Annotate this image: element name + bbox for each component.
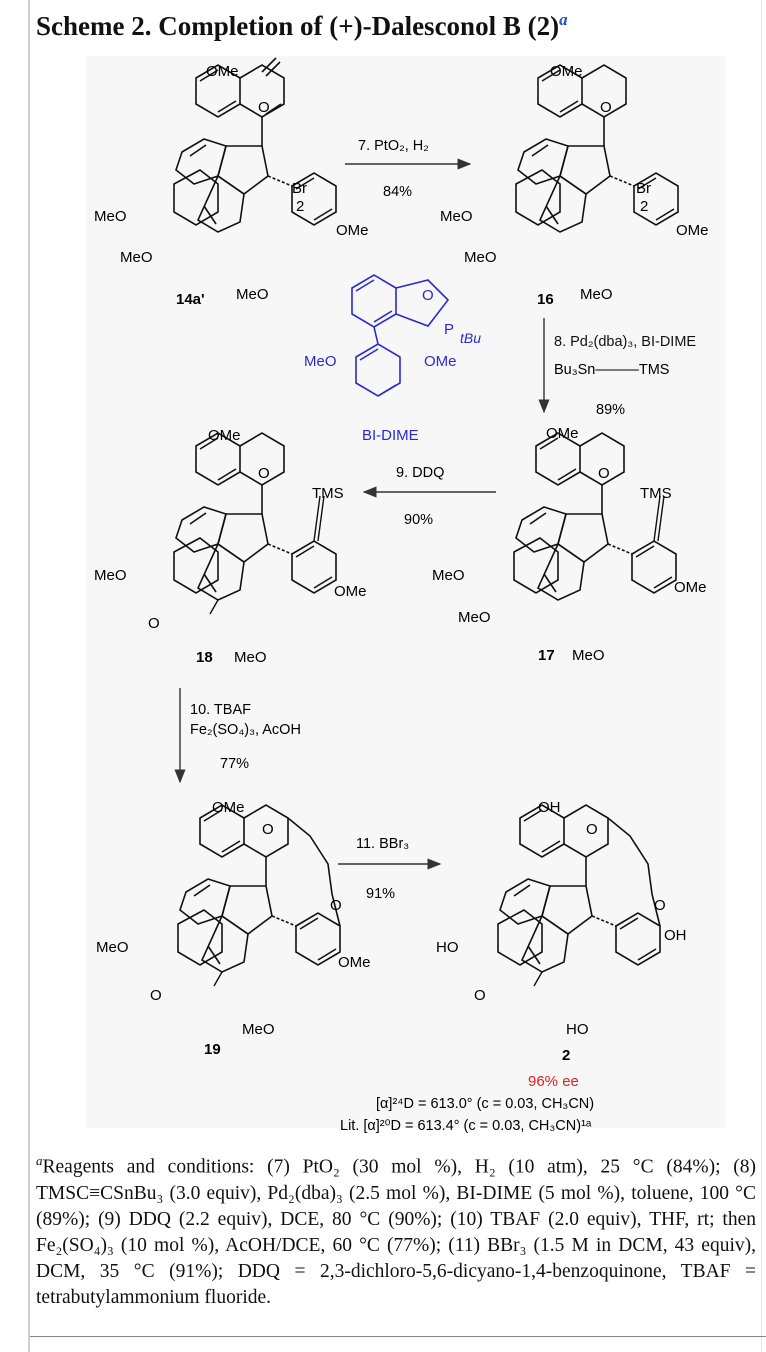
meo-label: MeO <box>236 286 269 303</box>
meo-label: MeO <box>440 208 473 225</box>
oh-label: OH <box>538 799 561 816</box>
oh-label: OH <box>664 927 687 944</box>
footnote-marker: a <box>559 10 568 29</box>
compound-17-structure <box>513 432 677 601</box>
bidime-o-label: O <box>422 287 434 304</box>
scheme-title: Scheme 2. Completion of (+)-Dalesconol B… <box>36 10 756 42</box>
ome-label: OMe <box>550 63 583 80</box>
ome-label: OMe <box>674 579 707 596</box>
meo-label: MeO <box>572 647 605 664</box>
ketone-o-label: O <box>330 897 342 914</box>
position-2-label: 2 <box>296 198 304 215</box>
step11-reagent: 11. BBr₃ <box>356 836 409 852</box>
reaction-scheme: OMe O Br 2 MeO OMe MeO MeO 14a' 7. PtO₂,… <box>94 57 709 1134</box>
bidime-meo-label: MeO <box>304 353 337 370</box>
scheme-title-text: Scheme 2. Completion of (+)-Dalesconol B… <box>36 11 560 41</box>
page-edge-line <box>761 0 762 1352</box>
bottom-rule <box>30 1336 766 1337</box>
scheme-footnote: aReagents and conditions: (7) PtO₂ (30 m… <box>36 1148 756 1311</box>
br-label: Br <box>292 180 307 197</box>
ketone-o-label: O <box>258 465 270 482</box>
bidime-p-label: P <box>444 321 454 338</box>
ho-label: HO <box>566 1021 589 1038</box>
meo-label: MeO <box>234 649 267 666</box>
ketone-o-label: O <box>258 99 270 116</box>
compound-19-label: 19 <box>204 1041 221 1058</box>
optical-rotation: [α]²⁴D = 613.0° (c = 0.03, CH₃CN) <box>376 1096 594 1112</box>
scheme-background <box>86 56 726 1128</box>
ome-label: OMe <box>208 427 241 444</box>
quinone-o-label: O <box>474 987 486 1004</box>
ome-label: OMe <box>676 222 709 239</box>
compound-19-structure <box>177 804 341 987</box>
step9-reagent: 9. DDQ <box>396 465 444 481</box>
compound-18-structure <box>173 432 337 615</box>
compound-2-label: 2 <box>562 1047 570 1064</box>
ome-label: OMe <box>206 63 239 80</box>
ome-label: OMe <box>334 583 367 600</box>
ome-label: OMe <box>338 954 371 971</box>
ome-label: OMe <box>546 425 579 442</box>
position-2-label: 2 <box>640 198 648 215</box>
meo-label: MeO <box>464 249 497 266</box>
ketone-o-label: O <box>262 821 274 838</box>
ketone-o-label: O <box>586 821 598 838</box>
compound-14a-label: 14a' <box>176 291 205 308</box>
footnote-marker: a <box>36 1153 43 1168</box>
tms-label: TMS <box>312 485 344 502</box>
ketone-o-label: O <box>654 897 666 914</box>
step7-yield: 84% <box>383 184 412 200</box>
quinone-o-label: O <box>150 987 162 1004</box>
meo-label: MeO <box>432 567 465 584</box>
bidime-tbu-label: tBu <box>460 330 481 346</box>
tms-label: TMS <box>640 485 672 502</box>
meo-label: MeO <box>120 249 153 266</box>
step10-reagent-fe: Fe₂(SO₄)₃, AcOH <box>190 722 301 738</box>
ketone-o-label: O <box>600 99 612 116</box>
step8-reagent: 8. Pd₂(dba)₃, BI-DIME <box>554 334 696 350</box>
step10-reagent: 10. TBAF <box>190 702 251 718</box>
meo-label: MeO <box>94 208 127 225</box>
step7-reagent: 7. PtO₂, H₂ <box>358 138 429 154</box>
step10-yield: 77% <box>220 756 249 772</box>
compound-14a-structure <box>173 57 337 233</box>
meo-label: MeO <box>580 286 613 303</box>
compound-2-structure <box>497 804 661 987</box>
step8-reagent-stannane: Bu₃Sn———TMS <box>554 362 669 378</box>
bidime-ome-label: OMe <box>424 353 457 370</box>
enantiomeric-excess: 96% ee <box>528 1073 579 1090</box>
page-margin-line <box>28 0 30 1352</box>
compound-17-label: 17 <box>538 647 555 664</box>
meo-label: MeO <box>94 567 127 584</box>
compound-16-label: 16 <box>537 291 554 308</box>
ketone-o-label: O <box>598 465 610 482</box>
ho-label: HO <box>436 939 459 956</box>
compound-18-label: 18 <box>196 649 213 666</box>
compound-16-structure <box>515 64 679 233</box>
ome-label: OMe <box>212 799 245 816</box>
footnote-text: Reagents and conditions: (7) PtO₂ (30 mo… <box>36 1156 756 1308</box>
meo-label: MeO <box>96 939 129 956</box>
step9-yield: 90% <box>404 512 433 528</box>
bidime-name: BI-DIME <box>362 427 419 444</box>
meo-label: MeO <box>242 1021 275 1038</box>
meo-label: MeO <box>458 609 491 626</box>
step11-yield: 91% <box>366 886 395 902</box>
ome-label: OMe <box>336 222 369 239</box>
bidime-structure <box>351 274 450 397</box>
step8-yield: 89% <box>596 402 625 418</box>
literature-rotation: Lit. [α]²⁰D = 613.4° (c = 0.03, CH₃CN)¹ᵃ <box>340 1118 592 1134</box>
quinone-o-label: O <box>148 615 160 632</box>
br-label: Br <box>636 180 651 197</box>
